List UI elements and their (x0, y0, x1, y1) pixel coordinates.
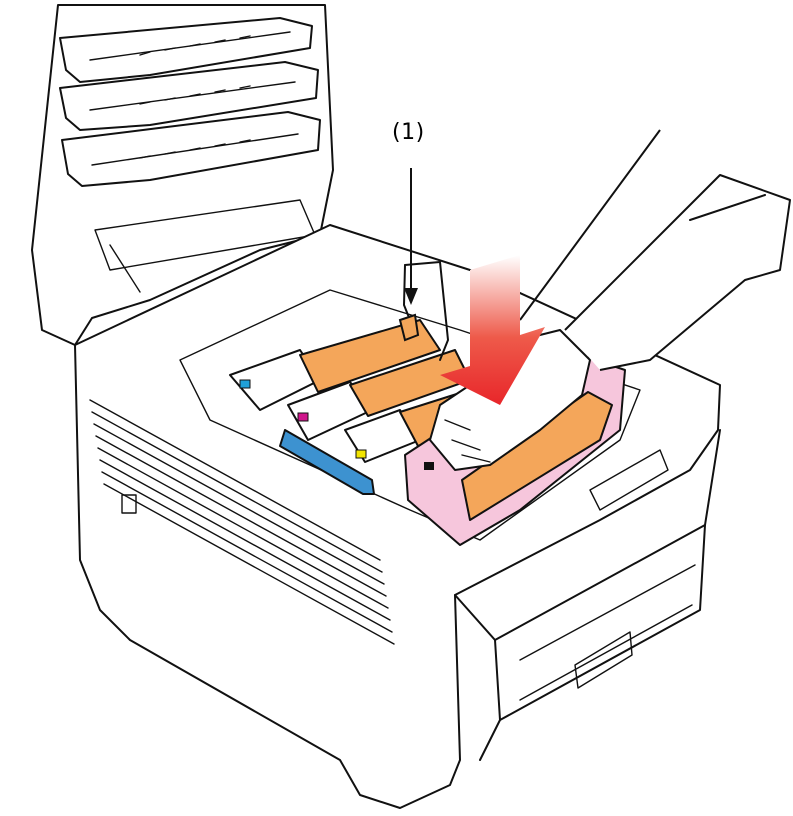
drum-bay (179, 289, 641, 541)
led-head-3 (61, 111, 321, 187)
pointer-arrow-icon (404, 168, 418, 305)
black-color-mark (424, 462, 434, 470)
power-switch[interactable] (121, 494, 137, 514)
hand (429, 129, 791, 471)
down-left-arrow-icon (440, 255, 545, 405)
callout-label: (1) (392, 120, 425, 145)
magenta-color-mark (297, 412, 309, 422)
cyan-color-mark (239, 379, 251, 389)
tray-handle[interactable] (574, 631, 633, 689)
blue-lock-handle[interactable] (279, 429, 375, 495)
led-head-1 (59, 17, 313, 83)
led-head-2 (59, 61, 319, 131)
drum-locking-lever[interactable] (398, 261, 449, 361)
yellow-color-mark (355, 449, 367, 459)
vent-grille (89, 399, 395, 645)
open-top-cover (31, 4, 334, 346)
side-handle[interactable] (589, 449, 669, 511)
